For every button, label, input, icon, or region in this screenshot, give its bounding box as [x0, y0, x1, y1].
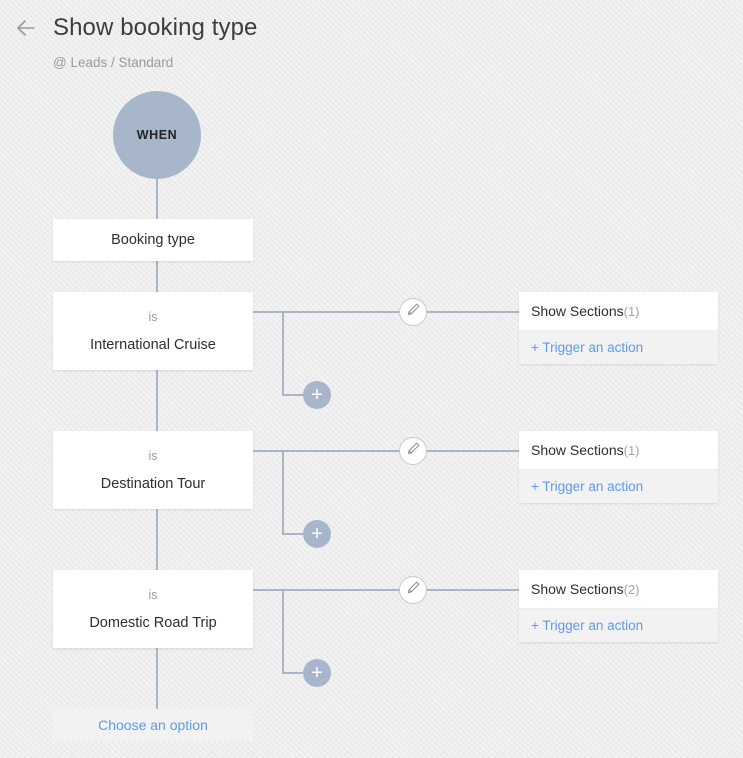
action-card-header[interactable]: Show Sections (1): [519, 292, 718, 331]
pencil-icon: [406, 580, 421, 600]
field-box-label: Booking type: [111, 232, 195, 248]
breadcrumb: @ Leads / Standard: [53, 55, 174, 70]
condition-value: International Cruise: [90, 336, 216, 353]
edit-branch-button-1[interactable]: [399, 298, 427, 326]
action-card-1: Show Sections (1) + Trigger an action: [519, 292, 718, 364]
trigger-an-action-label: + Trigger an action: [531, 340, 644, 355]
action-title: Show Sections: [531, 442, 624, 458]
action-card-header[interactable]: Show Sections (2): [519, 570, 718, 609]
trigger-node-label: WHEN: [136, 128, 178, 142]
plus-icon: +: [311, 662, 323, 684]
condition-operator: is: [148, 587, 158, 602]
action-card-2: Show Sections (1) + Trigger an action: [519, 431, 718, 503]
condition-operator: is: [148, 448, 158, 463]
condition-value: Destination Tour: [100, 475, 206, 492]
trigger-an-action-button[interactable]: + Trigger an action: [519, 470, 718, 503]
add-branch-button-3[interactable]: +: [303, 659, 331, 687]
field-box-booking-type[interactable]: Booking type: [53, 219, 253, 261]
condition-box-international-cruise[interactable]: is International Cruise: [53, 292, 253, 370]
trigger-an-action-label: + Trigger an action: [531, 479, 644, 494]
pencil-icon: [406, 302, 421, 322]
back-arrow-icon[interactable]: [14, 17, 44, 39]
plus-icon: +: [311, 384, 323, 406]
condition-value: Domestic Road Trip: [89, 614, 217, 631]
pencil-icon: [406, 441, 421, 461]
action-count: (1): [623, 442, 640, 458]
trigger-an-action-button[interactable]: + Trigger an action: [519, 609, 718, 642]
action-card-3: Show Sections (2) + Trigger an action: [519, 570, 718, 642]
action-title: Show Sections: [531, 581, 624, 597]
action-count: (1): [623, 303, 640, 319]
action-title: Show Sections: [531, 303, 624, 319]
action-count: (2): [623, 581, 640, 597]
trigger-an-action-label: + Trigger an action: [531, 618, 644, 633]
trigger-an-action-button[interactable]: + Trigger an action: [519, 331, 718, 364]
trigger-node-when[interactable]: WHEN: [113, 91, 201, 179]
choose-an-option-button[interactable]: Choose an option: [53, 709, 253, 741]
condition-box-destination-tour[interactable]: is Destination Tour: [53, 431, 253, 509]
edit-branch-button-3[interactable]: [399, 576, 427, 604]
edit-branch-button-2[interactable]: [399, 437, 427, 465]
add-branch-button-1[interactable]: +: [303, 381, 331, 409]
add-branch-button-2[interactable]: +: [303, 520, 331, 548]
choose-an-option-label: Choose an option: [98, 717, 208, 733]
plus-icon: +: [311, 523, 323, 545]
condition-box-domestic-road-trip[interactable]: is Domestic Road Trip: [53, 570, 253, 648]
page-title: Show booking type: [53, 14, 258, 41]
action-card-header[interactable]: Show Sections (1): [519, 431, 718, 470]
page-header: Show booking type @ Leads / Standard: [0, 0, 743, 84]
condition-operator: is: [148, 309, 158, 324]
